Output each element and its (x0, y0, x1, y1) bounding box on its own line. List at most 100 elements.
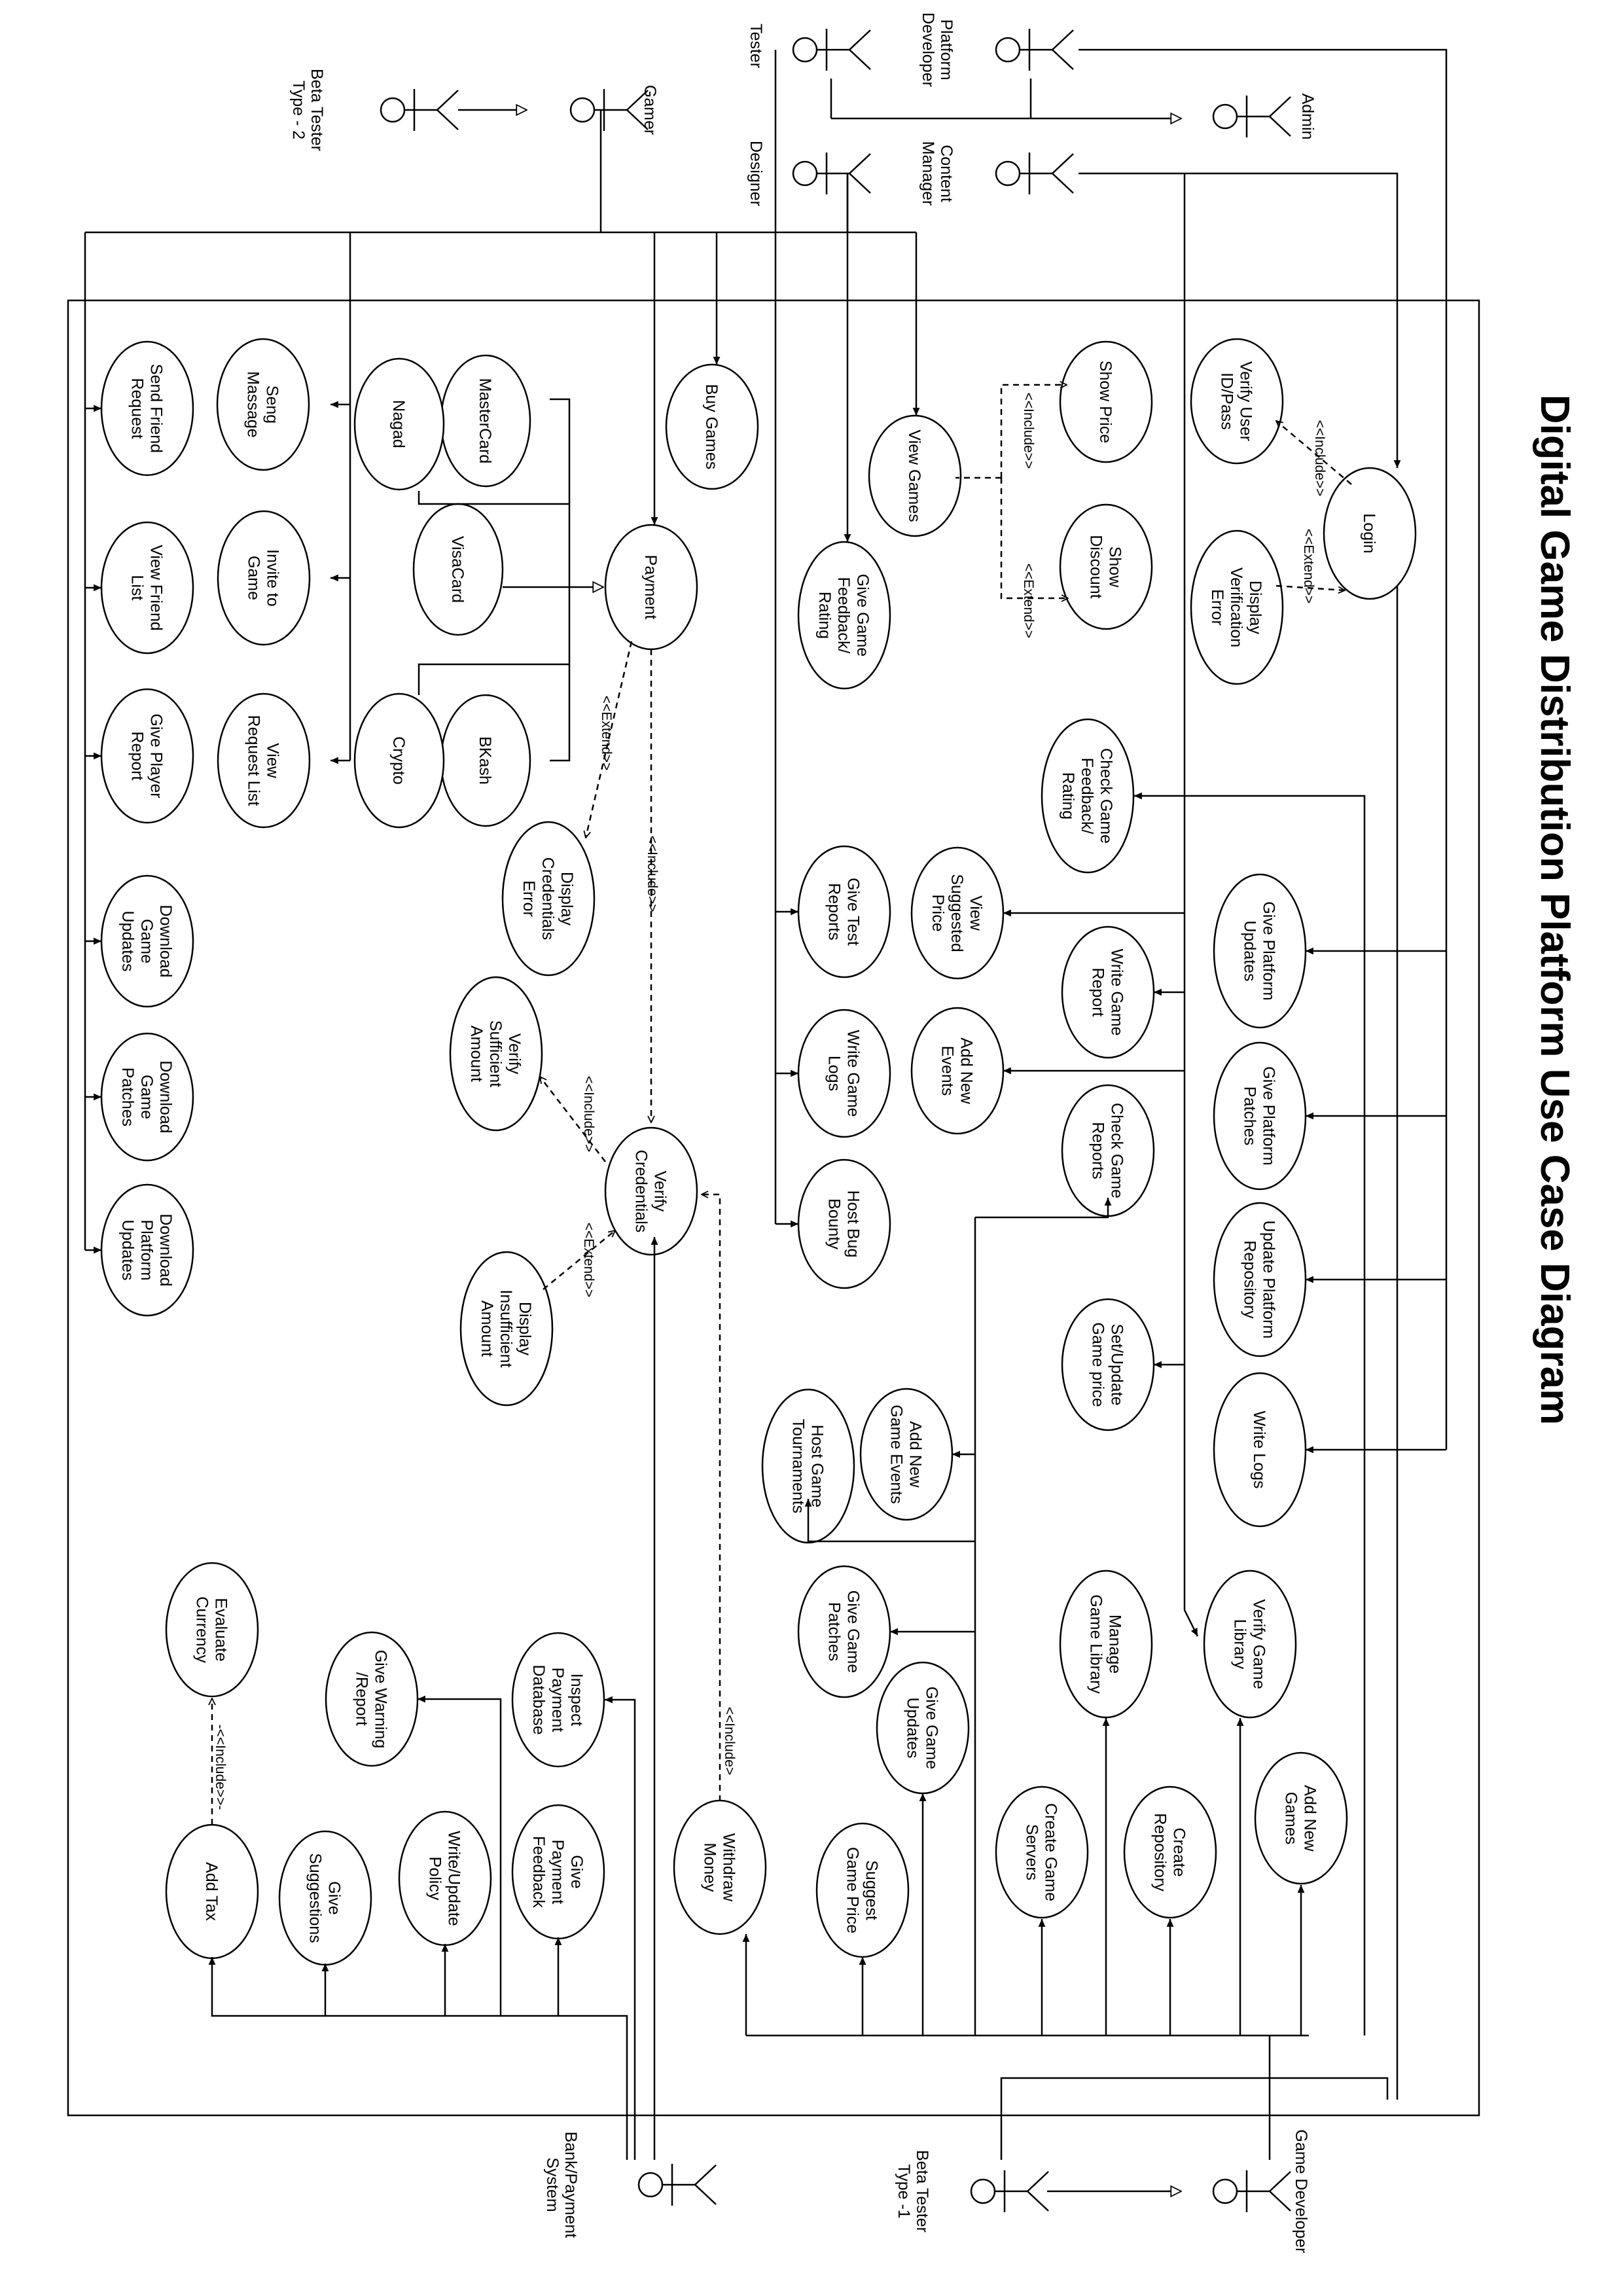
association-line (418, 663, 569, 695)
use-case-verify-credentials (604, 1126, 698, 1256)
actor-label: Beta TesterType -1 (895, 2150, 931, 2233)
use-case-verify-game-library (1203, 1570, 1297, 1719)
use-case-invite-to-game (217, 510, 311, 646)
use-case-label: Add NewEvents (938, 1037, 976, 1104)
use-case-buy-games (665, 363, 759, 490)
use-case-label: ViewSuggestedPrice (929, 874, 985, 952)
use-case-label: View FriendList (128, 545, 166, 631)
use-case-label: InspectPaymentDatabase (529, 1664, 586, 1734)
association-line (550, 398, 571, 762)
association-line (418, 1695, 502, 2016)
actor-beta-tester-type-2 (380, 89, 459, 131)
use-case-label: Crypto (389, 736, 408, 785)
use-case-label: DisplayCredentialsError (520, 857, 576, 940)
use-case-view-games (868, 414, 962, 537)
use-case-create-game-servers (995, 1785, 1089, 1919)
use-case-label: Give GamePatches (825, 1590, 863, 1673)
use-case-label: Buy Games (702, 384, 721, 470)
use-case-manage-game-library (1059, 1570, 1153, 1719)
use-case-label: Give TestReports (825, 878, 863, 946)
actor-designer (792, 152, 871, 194)
use-case-inspect-payment-database (511, 1632, 605, 1768)
association-line (1079, 48, 1448, 1450)
use-case-label: Nagad (389, 400, 408, 448)
use-case-label: ShowDiscount (1087, 535, 1124, 598)
actor-label: Tester (747, 24, 765, 68)
use-case-label: Create GameServers (1023, 1803, 1060, 1901)
actor-label: Designer (747, 141, 765, 206)
actor-tester (792, 29, 871, 71)
use-case-label: Write GameReport (1089, 949, 1126, 1036)
system-boundary (67, 299, 1480, 2117)
use-case-label: Invite toGame (245, 549, 282, 607)
use-case-label: Give Warning/Report (353, 1650, 390, 1749)
use-case-label: ViewRequest List (245, 715, 282, 806)
actor-bank-payment-system (637, 2164, 717, 2206)
use-case-crypto (353, 692, 445, 829)
use-case-label: EvaluateCurrency (193, 1596, 230, 1663)
use-case-verify-user (1190, 338, 1284, 465)
relation-label: <<Extend>> (581, 1223, 596, 1297)
relation-label: <<Extend>> (1021, 564, 1036, 638)
use-case-label: Write/UpdatePolicy (426, 1831, 463, 1926)
use-case-label: VisaCard (448, 536, 467, 603)
association-line (418, 491, 569, 505)
diagram-title: Digital Game Distribution Platform Use C… (1532, 395, 1577, 1426)
use-case-label: Add Tax (202, 1862, 221, 1921)
actor-gamer (569, 89, 649, 131)
use-case-label: Give PlatformPatches (1241, 1066, 1278, 1165)
include-arrow (702, 1194, 721, 1801)
use-case-label: Verify GameLibrary (1231, 1599, 1268, 1689)
use-case-label: ManageGame Library (1087, 1594, 1124, 1694)
use-case-seng-massage (216, 338, 310, 471)
use-case-label: VerifySufficientAmount (467, 1020, 524, 1087)
use-case-label: Give GameFeedback/Rating (815, 574, 872, 656)
include-arrow (540, 1077, 606, 1162)
use-case-label: BKash (476, 736, 494, 785)
relation-label: <<Extend>> (599, 696, 614, 770)
actor-label: PlatformDeveloper (919, 12, 955, 87)
relation-label: <<Include>> (581, 1076, 596, 1153)
relation-label: -<<Include>>- (213, 1725, 228, 1810)
actor-label: Bank/PaymentSystem (543, 2132, 580, 2238)
use-case-display-verification-error (1190, 529, 1284, 685)
use-case-label: Send FriendRequest (128, 364, 166, 453)
use-case-label: DisplayInsufficientAmount (478, 1289, 534, 1367)
association-line (605, 1696, 636, 2160)
use-case-label: Show Price (1096, 361, 1115, 443)
use-case-check-game-feedback (1041, 718, 1135, 874)
use-case-label: DownloadGameUpdates (118, 905, 175, 977)
use-case-add-new-games (1254, 1751, 1348, 1885)
use-case-label: Give PlayerReport (128, 713, 166, 798)
association-line (1000, 2077, 1389, 2160)
use-case-label: Verify UserID/Pass (1218, 361, 1255, 441)
use-case-give-game-feedback (797, 541, 891, 690)
use-case-label: DisplayVerificationError (1208, 567, 1264, 647)
use-case-label: Check GameReports (1089, 1103, 1126, 1198)
use-case-label: SuggestGame Price (844, 1847, 881, 1933)
extend-arrow (543, 1230, 615, 1290)
actor-label: Admin (1298, 94, 1317, 140)
actor-label: Beta TesterType - 2 (289, 69, 326, 151)
use-case-login (1323, 467, 1417, 600)
use-case-label: Host GameTournaments (789, 1419, 827, 1514)
association-line (208, 1957, 628, 2160)
use-case-create-repository (1123, 1785, 1217, 1919)
use-case-label: GivePaymentFeedback (529, 1836, 586, 1908)
actor-label: Gamer (641, 85, 659, 135)
use-case-label: DownloadPlatformUpdates (118, 1213, 175, 1286)
use-case-view-request-list (217, 692, 311, 829)
actor-beta-tester-type-1 (970, 2170, 1049, 2212)
relation-label: <<Include>> (1312, 420, 1327, 497)
actor-label: ContentManager (919, 141, 955, 206)
extend-arrow (1000, 478, 1068, 598)
use-case-label: View Games (905, 429, 923, 522)
use-case-label: Give GameUpdates (904, 1687, 941, 1769)
use-case-label: Write GameLogs (825, 1030, 863, 1117)
use-case-label: DownloadGamePatches (118, 1060, 175, 1133)
extend-arrow (1275, 584, 1345, 590)
use-case-label: Set/UpdateGame price (1089, 1322, 1126, 1407)
relation-label: <<Include>> (1021, 393, 1036, 469)
use-case-label: MasterCard (476, 378, 494, 464)
